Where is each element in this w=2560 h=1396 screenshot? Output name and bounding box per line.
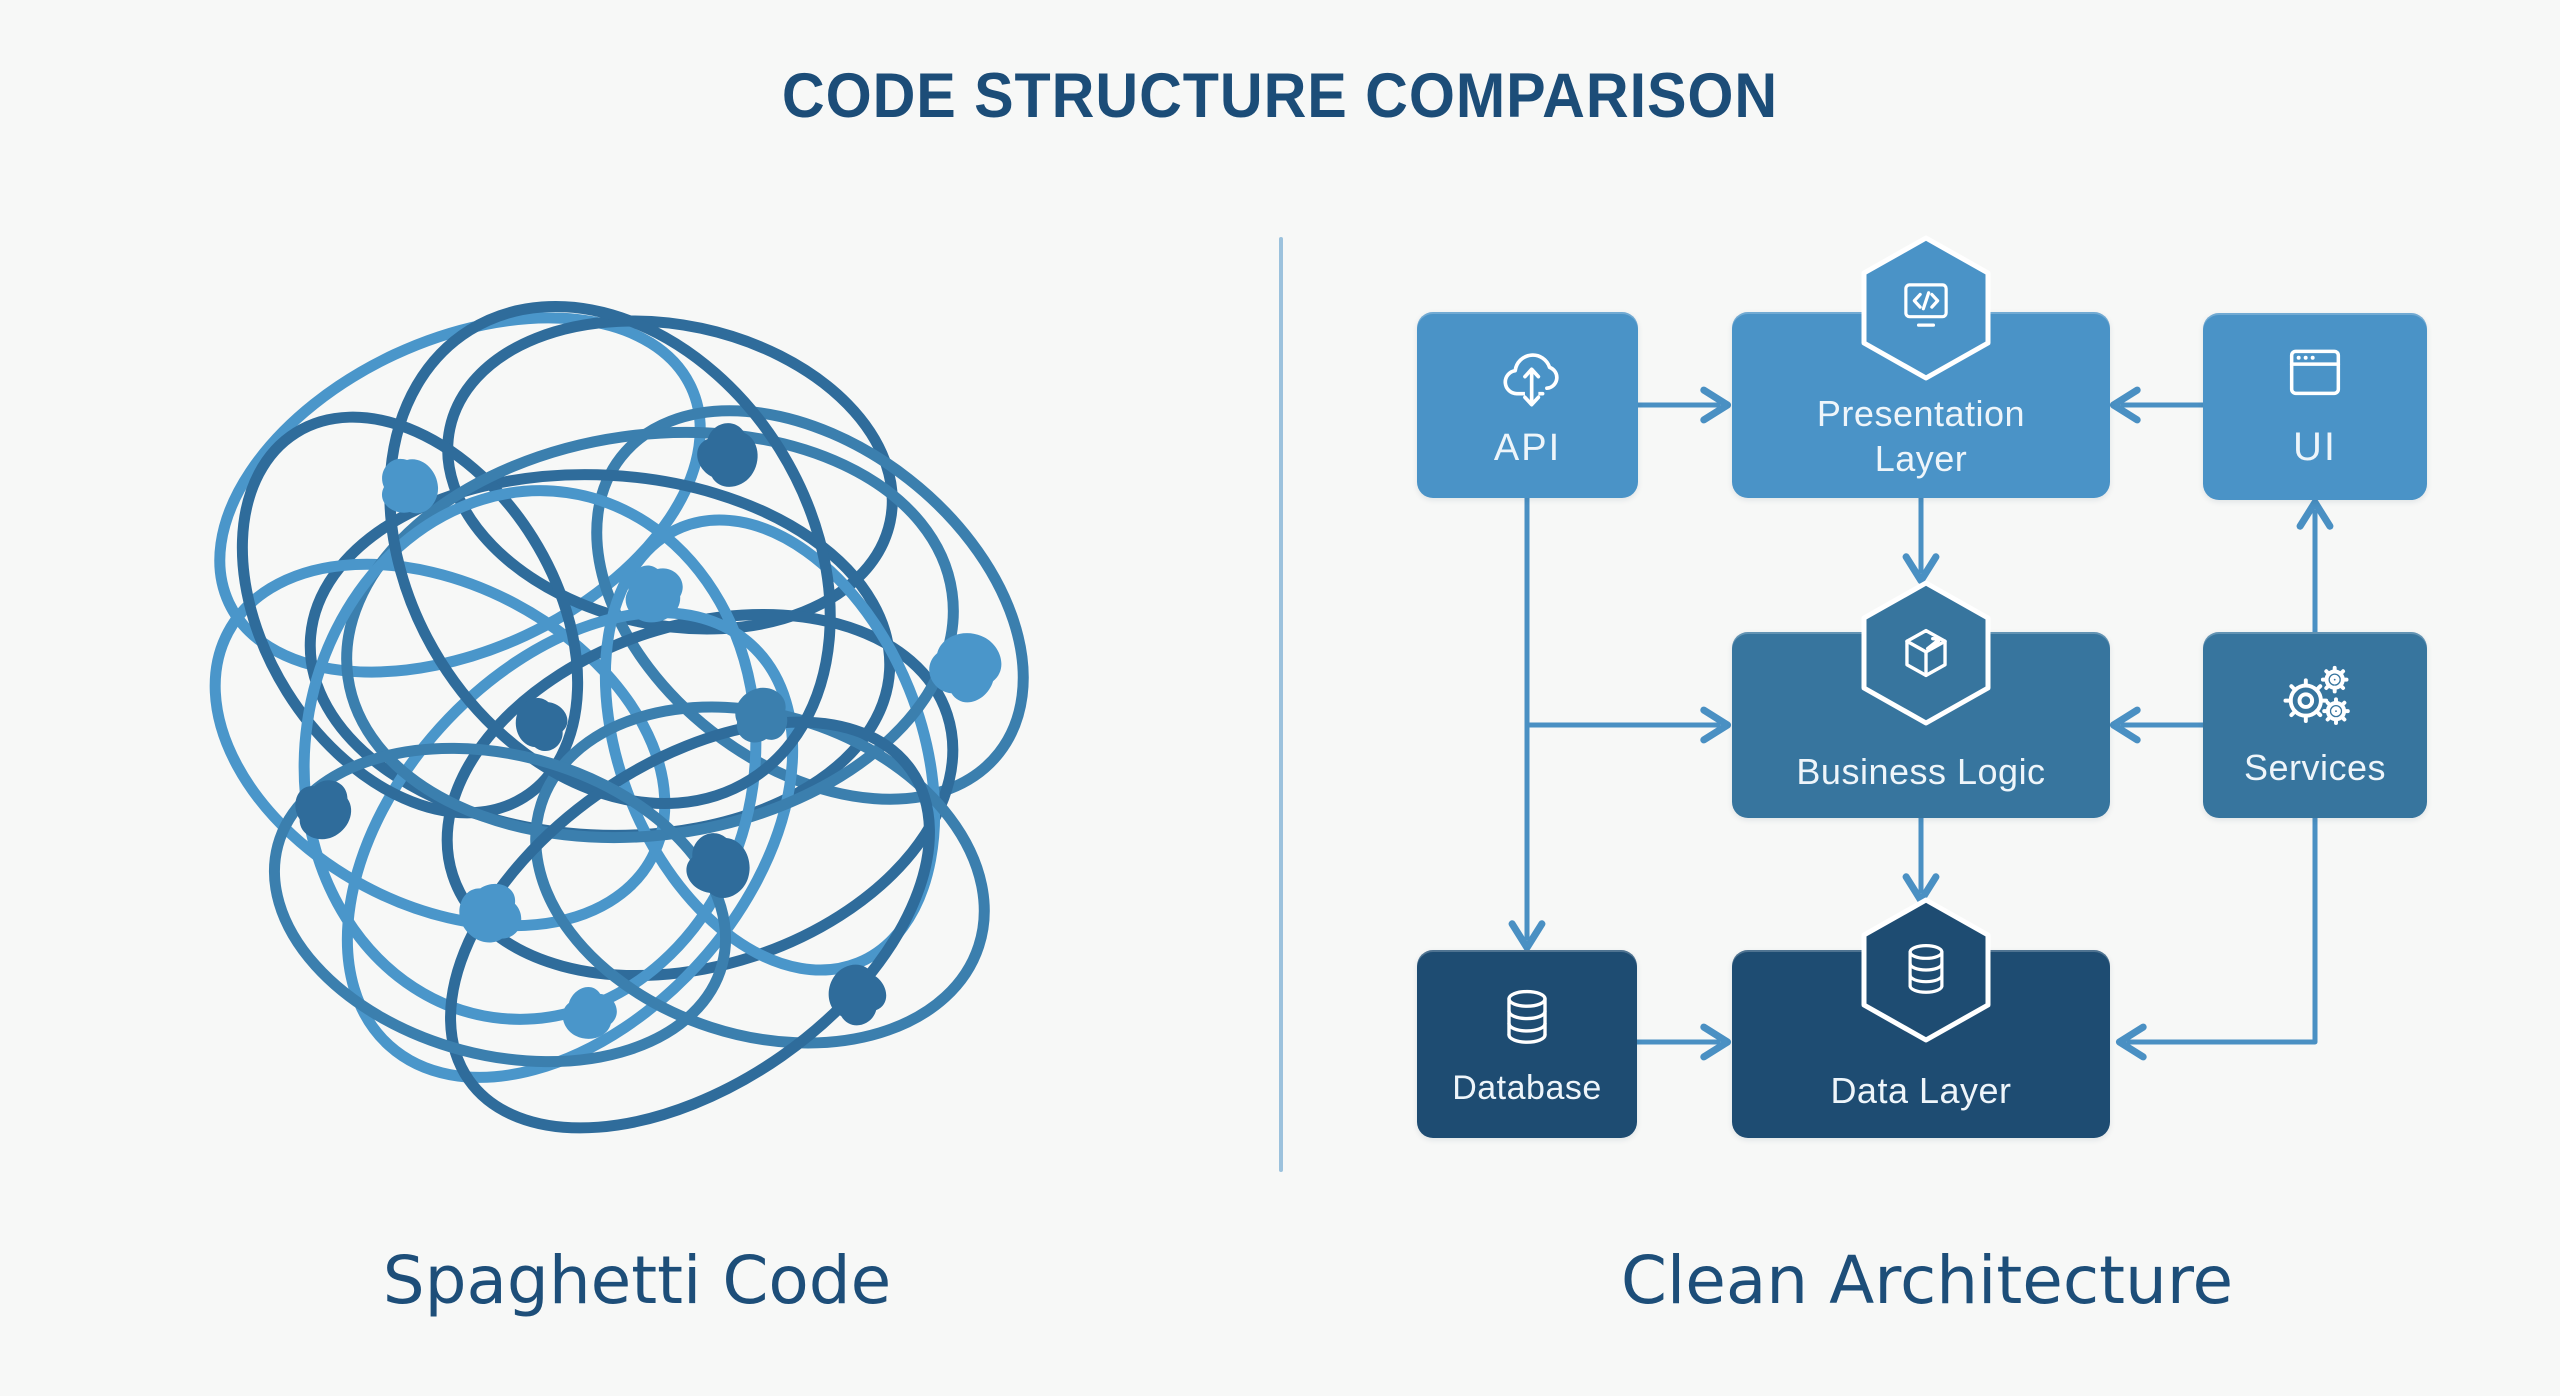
node-ui: UI — [2203, 313, 2427, 500]
browser-window-icon — [2289, 349, 2341, 395]
database-cylinder-icon — [1507, 989, 1547, 1044]
node-business-label: Business Logic — [1796, 750, 2046, 792]
left-panel-label: Spaghetti Code — [382, 1242, 892, 1319]
tangle-curves — [209, 301, 1029, 1134]
tangle-knots — [288, 415, 1012, 1049]
node-business-logic: Business Logic — [1732, 632, 2110, 818]
node-presentation-layer: Presentation Layer — [1732, 312, 2110, 498]
right-panel-label: Clean Architecture — [1620, 1242, 2234, 1319]
node-datalayer-label: Data Layer — [1830, 1069, 2012, 1111]
edge-services-datalayer — [2115, 815, 2318, 1061]
spaghetti-tangle-graphic — [209, 301, 1029, 1134]
node-ui-label: UI — [2293, 424, 2337, 469]
node-data-layer: Data Layer — [1732, 950, 2110, 1138]
node-presentation-label: Presentation Layer — [1816, 393, 2026, 479]
node-database-label: Database — [1452, 1068, 1602, 1107]
node-database: Database — [1417, 950, 1637, 1138]
node-api-label: API — [1493, 427, 1562, 470]
node-services: Services — [2203, 632, 2427, 818]
panel-divider — [1279, 237, 1283, 1172]
node-services-label: Services — [2243, 746, 2387, 788]
page-title: CODE STRUCTURE COMPARISON — [781, 61, 1779, 131]
cloud-sync-icon — [1502, 353, 1559, 408]
gears-icon — [2283, 665, 2350, 725]
node-api: API — [1417, 312, 1638, 498]
